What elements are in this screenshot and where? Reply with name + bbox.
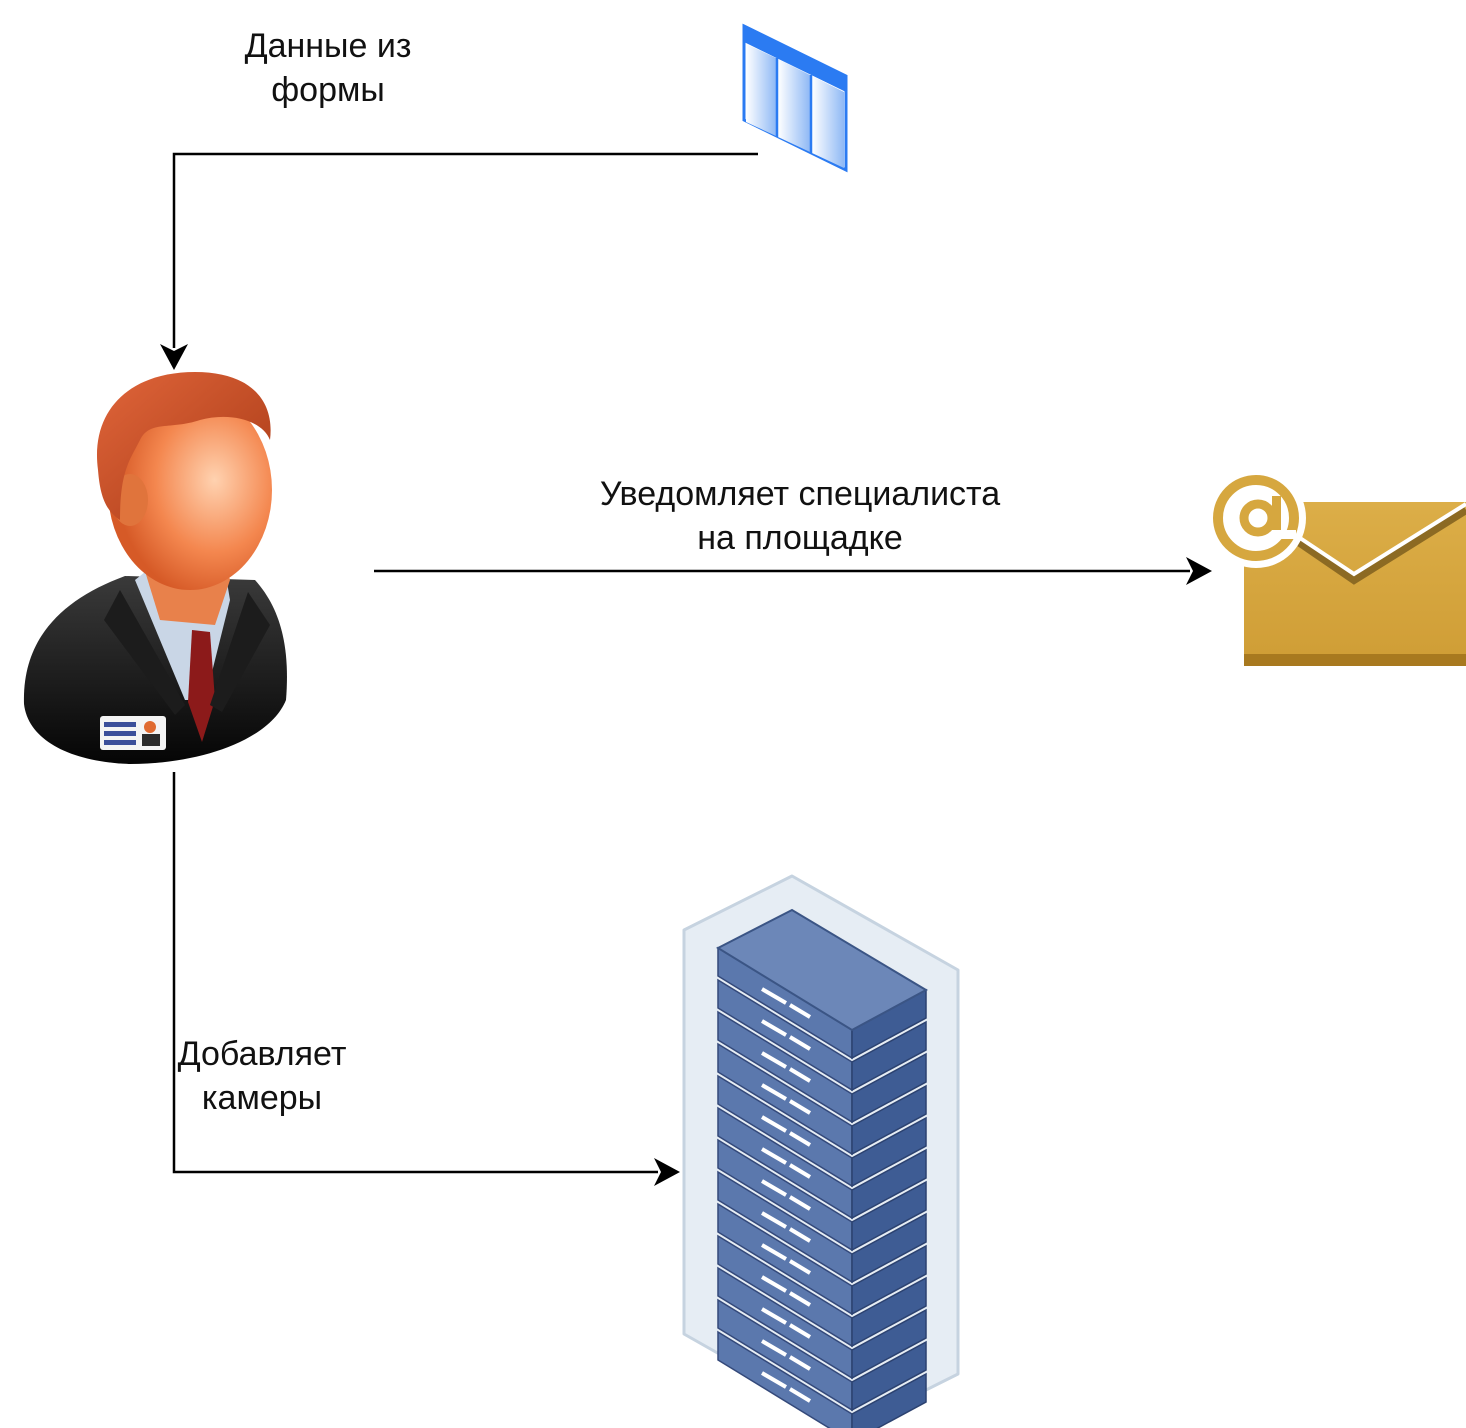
edge-operator-to-server bbox=[172, 772, 680, 1186]
rack-unit bbox=[717, 1330, 927, 1428]
edge-label-notify-specialist: Уведомляет специалиста на площадке bbox=[500, 472, 1100, 560]
form-table-icon bbox=[742, 23, 848, 173]
arrowhead-right bbox=[1186, 557, 1212, 585]
edge-label-line: Данные из bbox=[244, 27, 412, 65]
rack-top bbox=[715, 908, 929, 1032]
rack-unit bbox=[717, 1202, 927, 1316]
rack-units bbox=[717, 946, 927, 1428]
rack-unit bbox=[717, 1234, 927, 1348]
edge-label-line: формы bbox=[271, 71, 385, 109]
rack-unit bbox=[717, 1106, 927, 1220]
email-envelope-icon bbox=[1206, 468, 1466, 666]
edge-label-form-data: Данные из формы bbox=[178, 24, 478, 112]
rack-unit bbox=[717, 1010, 927, 1124]
arrowhead-right bbox=[654, 1158, 680, 1186]
edge-operator-to-email bbox=[374, 557, 1212, 585]
edge-form-to-operator bbox=[160, 152, 758, 370]
edge-label-add-cameras: Добавляет камеры bbox=[112, 1032, 412, 1120]
rack-unit bbox=[717, 1298, 927, 1412]
edge-label-line: Добавляет bbox=[177, 1035, 347, 1073]
rack-unit bbox=[717, 1074, 927, 1188]
at-sign-icon bbox=[1213, 475, 1299, 561]
operator-person-icon bbox=[23, 372, 287, 764]
edge-label-line: на площадке bbox=[697, 519, 903, 557]
rack-unit bbox=[717, 1266, 927, 1380]
rack-unit bbox=[717, 1042, 927, 1156]
rack-unit bbox=[717, 1138, 927, 1252]
arrowhead-down bbox=[160, 344, 188, 370]
edge-label-line: Уведомляет специалиста bbox=[599, 475, 1001, 513]
id-badge bbox=[100, 716, 166, 750]
rack-unit bbox=[717, 1170, 927, 1284]
edge-label-line: камеры bbox=[201, 1079, 323, 1117]
rack-unit bbox=[717, 978, 927, 1092]
server-rack-icon bbox=[682, 874, 960, 1428]
